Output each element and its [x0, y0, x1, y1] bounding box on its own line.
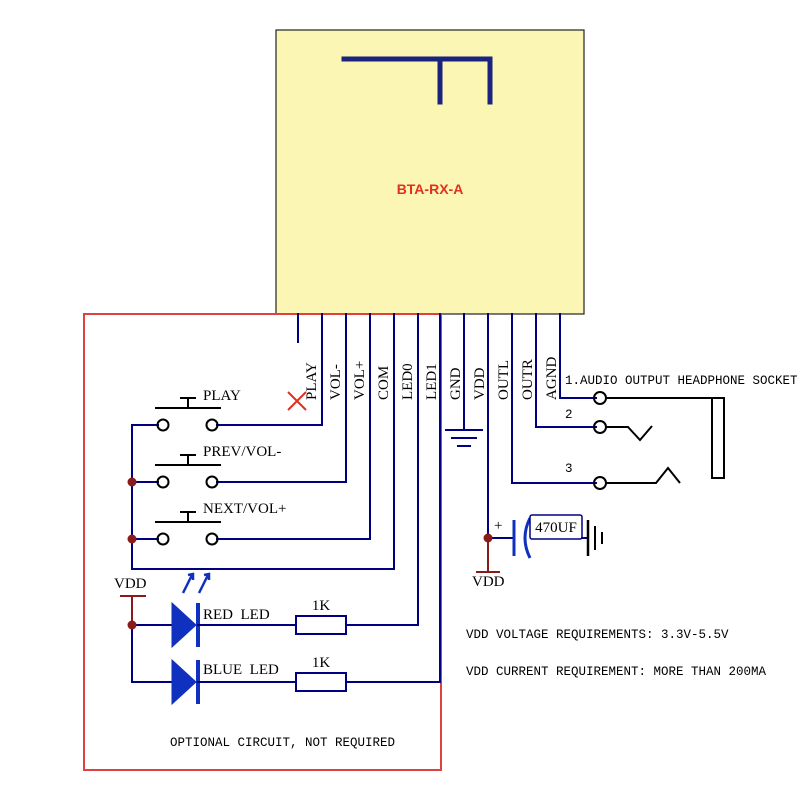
vdd-label-leds: VDD — [114, 576, 147, 592]
switch-label-next-vol: NEXT/VOL+ — [203, 501, 286, 517]
vdd-supply-leds: VDD — [114, 576, 173, 683]
pin-label-outl: OUTL — [496, 360, 512, 400]
pin-label-com: COM — [376, 366, 392, 400]
module-pin-lines — [297, 313, 561, 683]
module-name: BTA-RX-A — [397, 181, 464, 197]
switch-label-prev-vol: PREV/VOL- — [203, 444, 281, 460]
socket-label-1: 1.AUDIO OUTPUT HEADPHONE SOCKET — [565, 374, 798, 388]
pin-label-vol-plus: VOL+ — [352, 361, 368, 400]
note-vdd-current: VDD CURRENT REQUIREMENT: MORE THAN 200MA — [466, 665, 767, 679]
ground-symbol — [586, 520, 603, 556]
pin-label-play: PLAY — [304, 362, 320, 400]
pin-labels: PLAY VOL- VOL+ COM LED0 LED1 GND VDD OUT… — [304, 357, 560, 400]
socket-label-2: 2 — [565, 408, 573, 422]
pin-label-agnd: AGND — [544, 357, 560, 400]
capacitor-plus: + — [494, 518, 502, 534]
pin-label-led0: LED0 — [400, 363, 416, 400]
junction-dot — [127, 477, 137, 487]
red-led: RED LED — [171, 572, 297, 649]
resistor-blue-led: 1K — [295, 655, 441, 692]
led-label-red: RED LED — [203, 607, 270, 623]
pin-label-vdd: VDD — [472, 367, 488, 400]
light-arrow-icon — [181, 572, 195, 594]
junction-dot — [127, 534, 137, 544]
switch-play: PLAY — [155, 388, 241, 432]
pin-label-vol-minus: VOL- — [328, 364, 344, 400]
resistor-value: 1K — [312, 598, 331, 614]
led-label-blue: BLUE LED — [203, 662, 279, 678]
blue-led: BLUE LED — [171, 658, 297, 706]
pin-label-outr: OUTR — [520, 359, 536, 400]
resistor-red-led: 1K — [295, 598, 419, 635]
capacitor-value: 470UF — [535, 520, 577, 536]
junction-dot — [483, 533, 493, 543]
switch-label-play: PLAY — [203, 388, 241, 404]
ground-symbol — [445, 429, 483, 447]
switch-wiring — [131, 424, 395, 570]
headphone-socket: 1.AUDIO OUTPUT HEADPHONE SOCKET 2 3 — [511, 374, 798, 490]
vdd-label-cap: VDD — [472, 574, 505, 590]
resistor-value: 1K — [312, 655, 331, 671]
light-arrow-icon — [197, 572, 211, 594]
socket-label-3: 3 — [565, 462, 573, 476]
note-optional-circuit: OPTIONAL CIRCUIT, NOT REQUIRED — [170, 736, 395, 750]
pin-label-gnd: GND — [448, 367, 464, 400]
junction-dot — [127, 620, 137, 630]
module-block — [275, 29, 585, 315]
switch-prev-vol: PREV/VOL- — [155, 444, 281, 489]
pin-label-led1: LED1 — [424, 363, 440, 400]
note-vdd-voltage: VDD VOLTAGE REQUIREMENTS: 3.3V-5.5V — [466, 628, 729, 642]
antenna-trace — [341, 56, 493, 105]
switch-next-vol: NEXT/VOL+ — [155, 501, 286, 546]
no-connect-mark — [287, 391, 307, 411]
vdd-capacitor: + 470UF VDD — [472, 514, 603, 590]
